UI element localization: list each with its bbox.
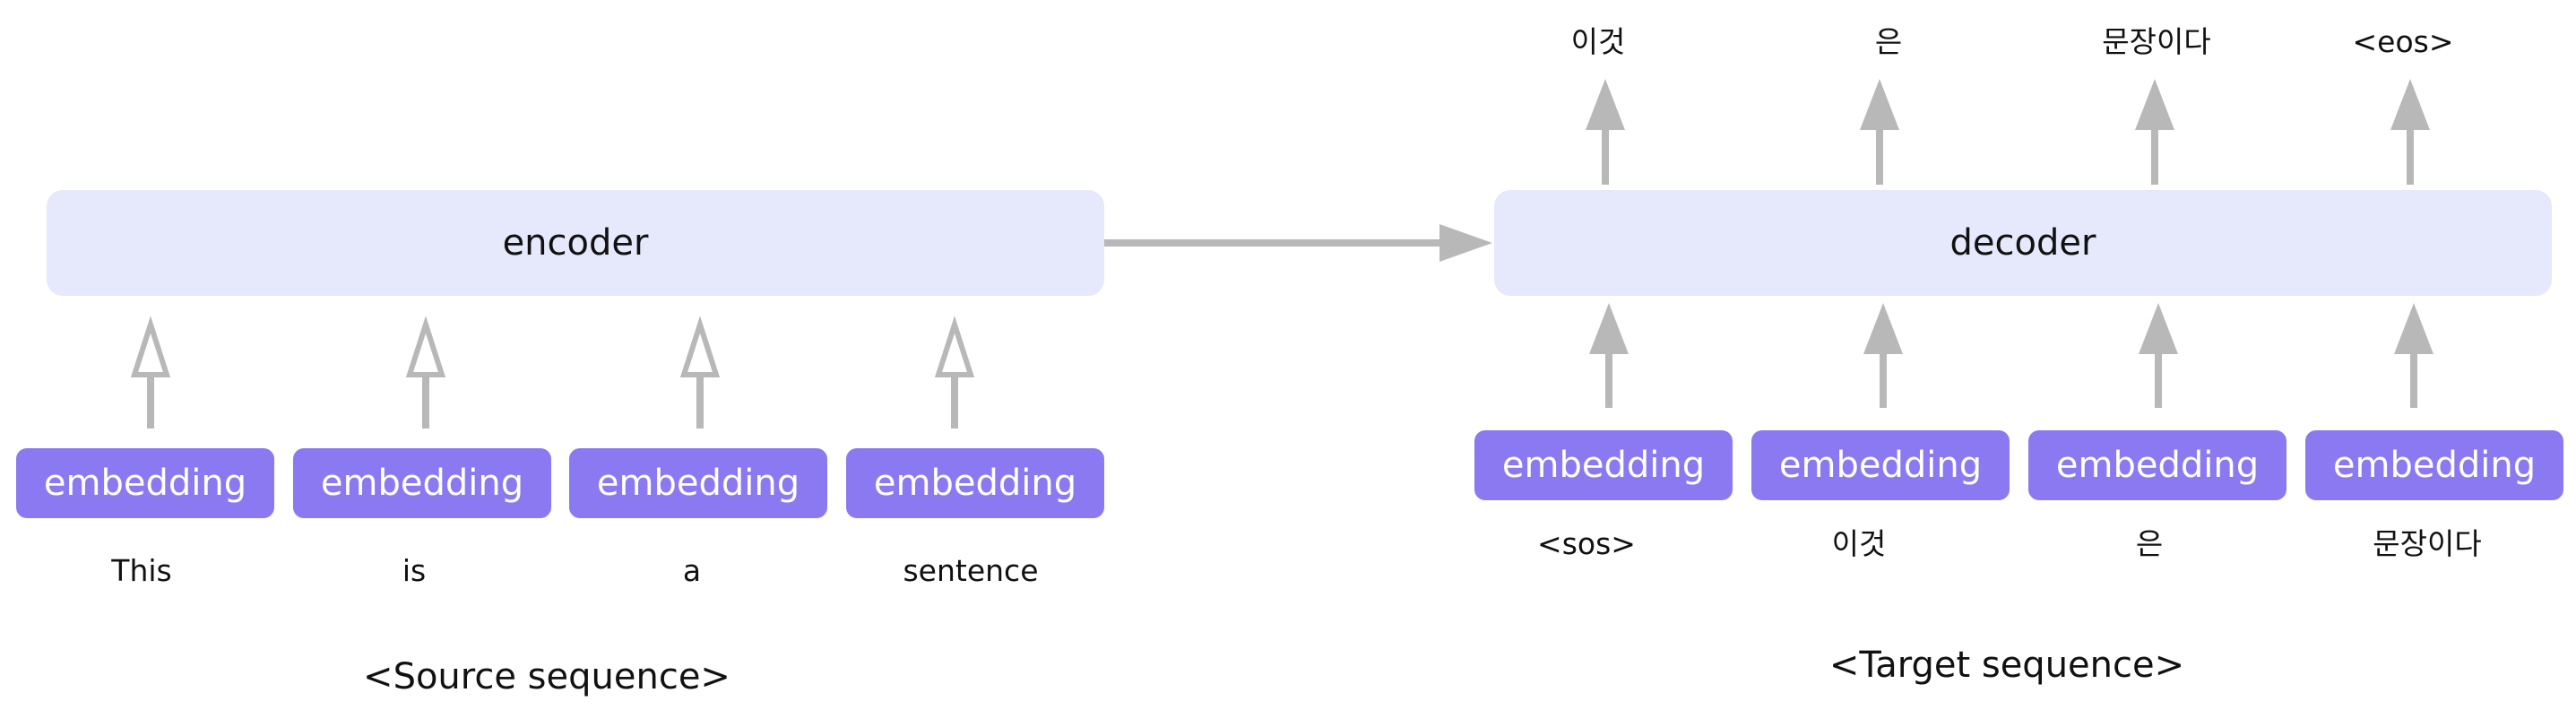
decoder-block: decoder (1494, 190, 2552, 296)
decoder-embedding-4: embedding (2305, 430, 2563, 500)
decoder-input-arrow-1 (1589, 303, 1629, 408)
decoder-embedding-1-label: embedding (1501, 445, 1706, 486)
target-input-word-1: <sos> (1537, 526, 1636, 561)
encoder-embedding-3-label: embedding (596, 463, 800, 504)
encoder-embedding-2-label: embedding (320, 463, 524, 504)
encoder-input-arrows (130, 316, 975, 429)
decoder-embedding-3: embedding (2028, 430, 2286, 500)
decoder-input-arrow-4 (2394, 303, 2433, 408)
encoder-embedding-2: embedding (293, 448, 551, 518)
source-word-2: is (402, 553, 427, 588)
encoder-embedding-3: embedding (569, 448, 827, 518)
decoder-output-arrow-3 (2135, 79, 2174, 185)
encoder-input-arrow-4 (934, 316, 975, 429)
decoder-input-arrow-2 (1863, 303, 1903, 408)
encoder-input-arrow-1 (130, 316, 171, 429)
decoder-embedding-3-label: embedding (2055, 445, 2260, 486)
decoder-output-word-3: 문장이다 (2102, 24, 2211, 59)
source-sequence-caption: <Source sequence> (363, 656, 730, 697)
encoder-label: encoder (502, 222, 649, 264)
encoder-embedding-1: embedding (16, 448, 274, 518)
target-input-word-2: 이것 (1831, 526, 1887, 561)
source-word-3: a (682, 553, 702, 588)
target-input-word-3: 은 (2135, 526, 2164, 561)
decoder-output-arrows (1586, 79, 2430, 185)
decoder-output-arrow-1 (1586, 79, 1625, 185)
decoder-embedding-2: embedding (1751, 430, 2010, 500)
source-word-4: sentence (903, 553, 1039, 588)
decoder-embedding-1: embedding (1474, 430, 1733, 500)
encoder-embedding-4: embedding (846, 448, 1104, 518)
encoder-input-arrow-2 (405, 316, 446, 429)
encoder-to-decoder-arrow (1104, 224, 1492, 262)
decoder-input-arrow-3 (2139, 303, 2178, 408)
encoder-embedding-1-label: embedding (43, 463, 247, 504)
decoder-input-arrows (1589, 303, 2433, 408)
decoder-embedding-4-label: embedding (2332, 445, 2537, 486)
decoder-label: decoder (1949, 222, 2096, 264)
encoder-input-arrow-3 (679, 316, 721, 429)
decoder-output-word-4: <eos> (2352, 24, 2454, 59)
encoder-embedding-4-label: embedding (873, 463, 1077, 504)
decoder-output-word-1: 이것 (1570, 24, 1626, 59)
decoder-embedding-2-label: embedding (1778, 445, 1983, 486)
decoder-output-arrow-2 (1860, 79, 1899, 185)
source-word-1: This (111, 553, 172, 588)
decoder-output-arrow-4 (2390, 79, 2430, 185)
target-input-word-4: 문장이다 (2373, 526, 2482, 561)
encoder-block: encoder (47, 190, 1104, 296)
decoder-output-word-2: 은 (1874, 24, 1903, 59)
target-sequence-caption: <Target sequence> (1828, 645, 2185, 686)
